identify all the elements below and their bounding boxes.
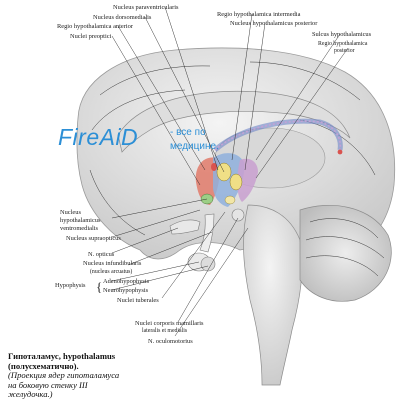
nucleus-yellow-2	[229, 173, 243, 191]
caption-desc1: (Проекция ядер гипоталамуса	[8, 370, 120, 380]
label-regio-intermedia: Regio hypothalamica intermedia	[217, 11, 301, 18]
label-mamillaris-2: lateralis et medialis	[142, 328, 188, 334]
figure-caption: Гипоталамус, hypothalamus (полусхематичн…	[8, 351, 158, 400]
label-nuclei-preoptici: Nuclei preoptici	[70, 33, 112, 40]
label-ventromedialis-3: ventromedialis	[60, 225, 98, 232]
label-infundibularis-2: (nucleus arcuatus)	[90, 268, 132, 275]
label-neurohypophysis: Neurohypophysis	[103, 287, 149, 294]
label-regio-posterior-1: Regio hypothalamica	[318, 41, 368, 47]
watermark-line1: - все по	[170, 127, 206, 138]
label-ventromedialis-2: hypothalamicus	[60, 217, 101, 224]
label-regio-anterior: Regio hypothalamica anterior	[57, 23, 134, 30]
label-nucleus-posterior: Nucleus hypothalamicus posterior	[230, 20, 318, 27]
label-regio-posterior-2: posterior	[334, 48, 355, 54]
label-infundibularis-1: Nucleus infundibularis	[83, 260, 142, 267]
label-sulcus: Sulcus hypothalamicus	[312, 31, 372, 38]
posterior-region	[237, 158, 258, 202]
label-nucleus-dorsomedialis: Nucleus dorsomedialis	[93, 14, 152, 21]
brainstem	[243, 204, 303, 386]
label-n-opticus: N. opticus	[88, 251, 115, 258]
optic-nerve	[169, 219, 201, 235]
label-supraopticus: Nucleus supraopticus	[66, 235, 121, 242]
nucleus-red	[211, 163, 217, 171]
svg-text:{: {	[96, 279, 102, 294]
label-ventromedialis-1: Nucleus	[60, 209, 81, 216]
label-hypophysis: Hypophysis	[55, 282, 86, 289]
watermark: FireAiD - все по медицине.	[58, 124, 219, 152]
caption-desc3: желудочка.)	[8, 389, 53, 399]
mammillary-body	[231, 208, 245, 222]
leader-lines	[111, 6, 349, 337]
neurohypophysis	[200, 256, 216, 272]
label-mamillaris-1: Nuclei corporis mamillaris	[135, 320, 204, 327]
label-oculomotorius: N. oculomotorius	[148, 338, 193, 345]
caption-subtitle: (полусхематично).	[8, 360, 79, 371]
caption-title: Гипоталамус, hypothalamus	[8, 351, 116, 361]
watermark-line2: медицине.	[170, 141, 219, 152]
label-nucleus-paraventricularis: Nucleus paraventricularis	[113, 4, 179, 11]
label-nuclei-tuberales: Nuclei tuberales	[117, 297, 159, 304]
label-adenohypophysis: Adenohypophysis	[103, 278, 150, 285]
infundibulum	[199, 213, 215, 253]
caption-desc2: на боковую стенку III	[8, 379, 88, 390]
watermark-logo: FireAiD	[58, 124, 139, 150]
